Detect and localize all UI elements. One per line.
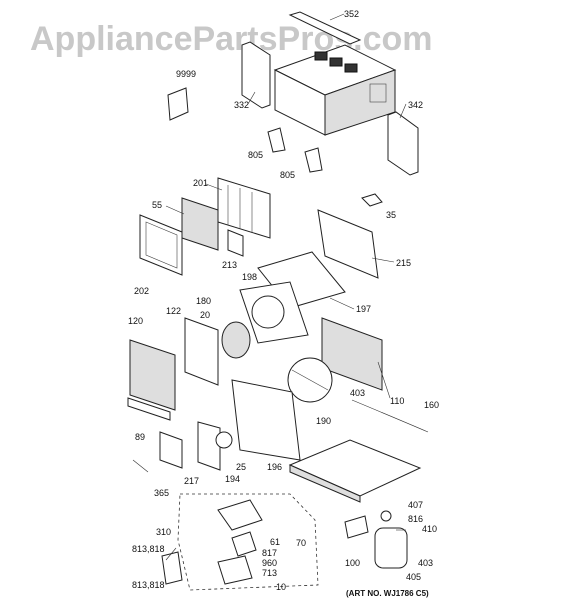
callout-label: 342 — [408, 100, 423, 110]
panel-122 — [184, 317, 219, 386]
callout-label: 960 — [262, 558, 277, 568]
watermark: AppliancePartsPros.com — [30, 20, 432, 58]
callout-label: 407 — [408, 500, 423, 510]
side-panel-right — [387, 111, 419, 176]
electrical-inset — [161, 493, 319, 591]
cabinet-assembly — [273, 11, 397, 136]
bracket-217 — [159, 431, 183, 469]
leader-lines — [165, 13, 407, 561]
callout-label: 190 — [316, 416, 331, 426]
art-number: (ART NO. WJ1786 C5) — [346, 589, 429, 598]
callout-label: 35 — [386, 210, 396, 220]
callout-label: 805 — [248, 150, 263, 160]
tube-160 — [351, 399, 429, 433]
callout-label: 310 — [156, 527, 171, 537]
callouts: 352 9999 332 342 805 805 35 201 55 213 2… — [128, 9, 439, 592]
callout-label: 403 — [350, 388, 365, 398]
cord-365 — [132, 459, 149, 473]
callout-label: 196 — [267, 462, 282, 472]
condenser-110 — [321, 317, 383, 391]
callout-label: 122 — [166, 306, 181, 316]
fan-blade-190 — [287, 357, 333, 403]
callout-label: 89 — [135, 432, 145, 442]
callout-label: 813,818 — [132, 544, 165, 554]
shroud-215 — [317, 209, 379, 279]
compressor-assembly — [344, 510, 408, 569]
callout-label: 410 — [422, 524, 437, 534]
callout-label: 25 — [236, 462, 246, 472]
callout-label: 816 — [408, 514, 423, 524]
callout-label: 180 — [196, 296, 211, 306]
callout-label: 194 — [225, 474, 240, 484]
callout-label: 201 — [193, 178, 208, 188]
callout-label: 405 — [406, 572, 421, 582]
filter-55 — [181, 197, 219, 251]
evaporator-120 — [129, 339, 176, 411]
blower-wheel-20 — [221, 321, 251, 359]
callout-label: 9999 — [176, 69, 196, 79]
callout-label: 817 — [262, 548, 277, 558]
callout-label: 352 — [344, 9, 359, 19]
drain-pan-89 — [127, 397, 171, 421]
scroll-housing-180 — [239, 281, 309, 344]
base-pan — [288, 439, 422, 503]
callout-label: 365 — [154, 488, 169, 498]
callout-label: 403 — [418, 558, 433, 568]
callout-label: 215 — [396, 258, 411, 268]
brackets-805 — [267, 127, 323, 173]
callout-label: 10 — [276, 582, 286, 592]
callout-label: 332 — [234, 100, 249, 110]
callout-label: 55 — [152, 200, 162, 210]
callout-label: 805 — [280, 170, 295, 180]
callout-label: 110 — [390, 396, 404, 406]
callout-label: 20 — [200, 310, 210, 320]
callout-label: 198 — [242, 272, 257, 282]
callout-label: 202 — [134, 286, 149, 296]
side-panel-left — [241, 41, 271, 109]
callout-label: 70 — [296, 538, 306, 548]
shroud-196 — [231, 379, 301, 461]
front-panel-201 — [217, 177, 271, 239]
callout-label: 813,818 — [132, 580, 165, 590]
callout-label: 160 — [424, 400, 439, 410]
callout-label: 120 — [128, 316, 143, 326]
manual-booklet — [167, 87, 189, 121]
callout-label: 217 — [184, 476, 199, 486]
callout-label: 100 — [345, 558, 360, 568]
motor-bracket-194 — [197, 421, 233, 471]
callout-label: 713 — [262, 568, 277, 578]
callout-label: 213 — [222, 260, 237, 270]
grille-202 — [139, 214, 183, 276]
control-bracket-35 — [361, 193, 383, 207]
callout-label: 61 — [270, 537, 280, 547]
louver-213 — [227, 229, 244, 257]
callout-label: 197 — [356, 304, 371, 314]
